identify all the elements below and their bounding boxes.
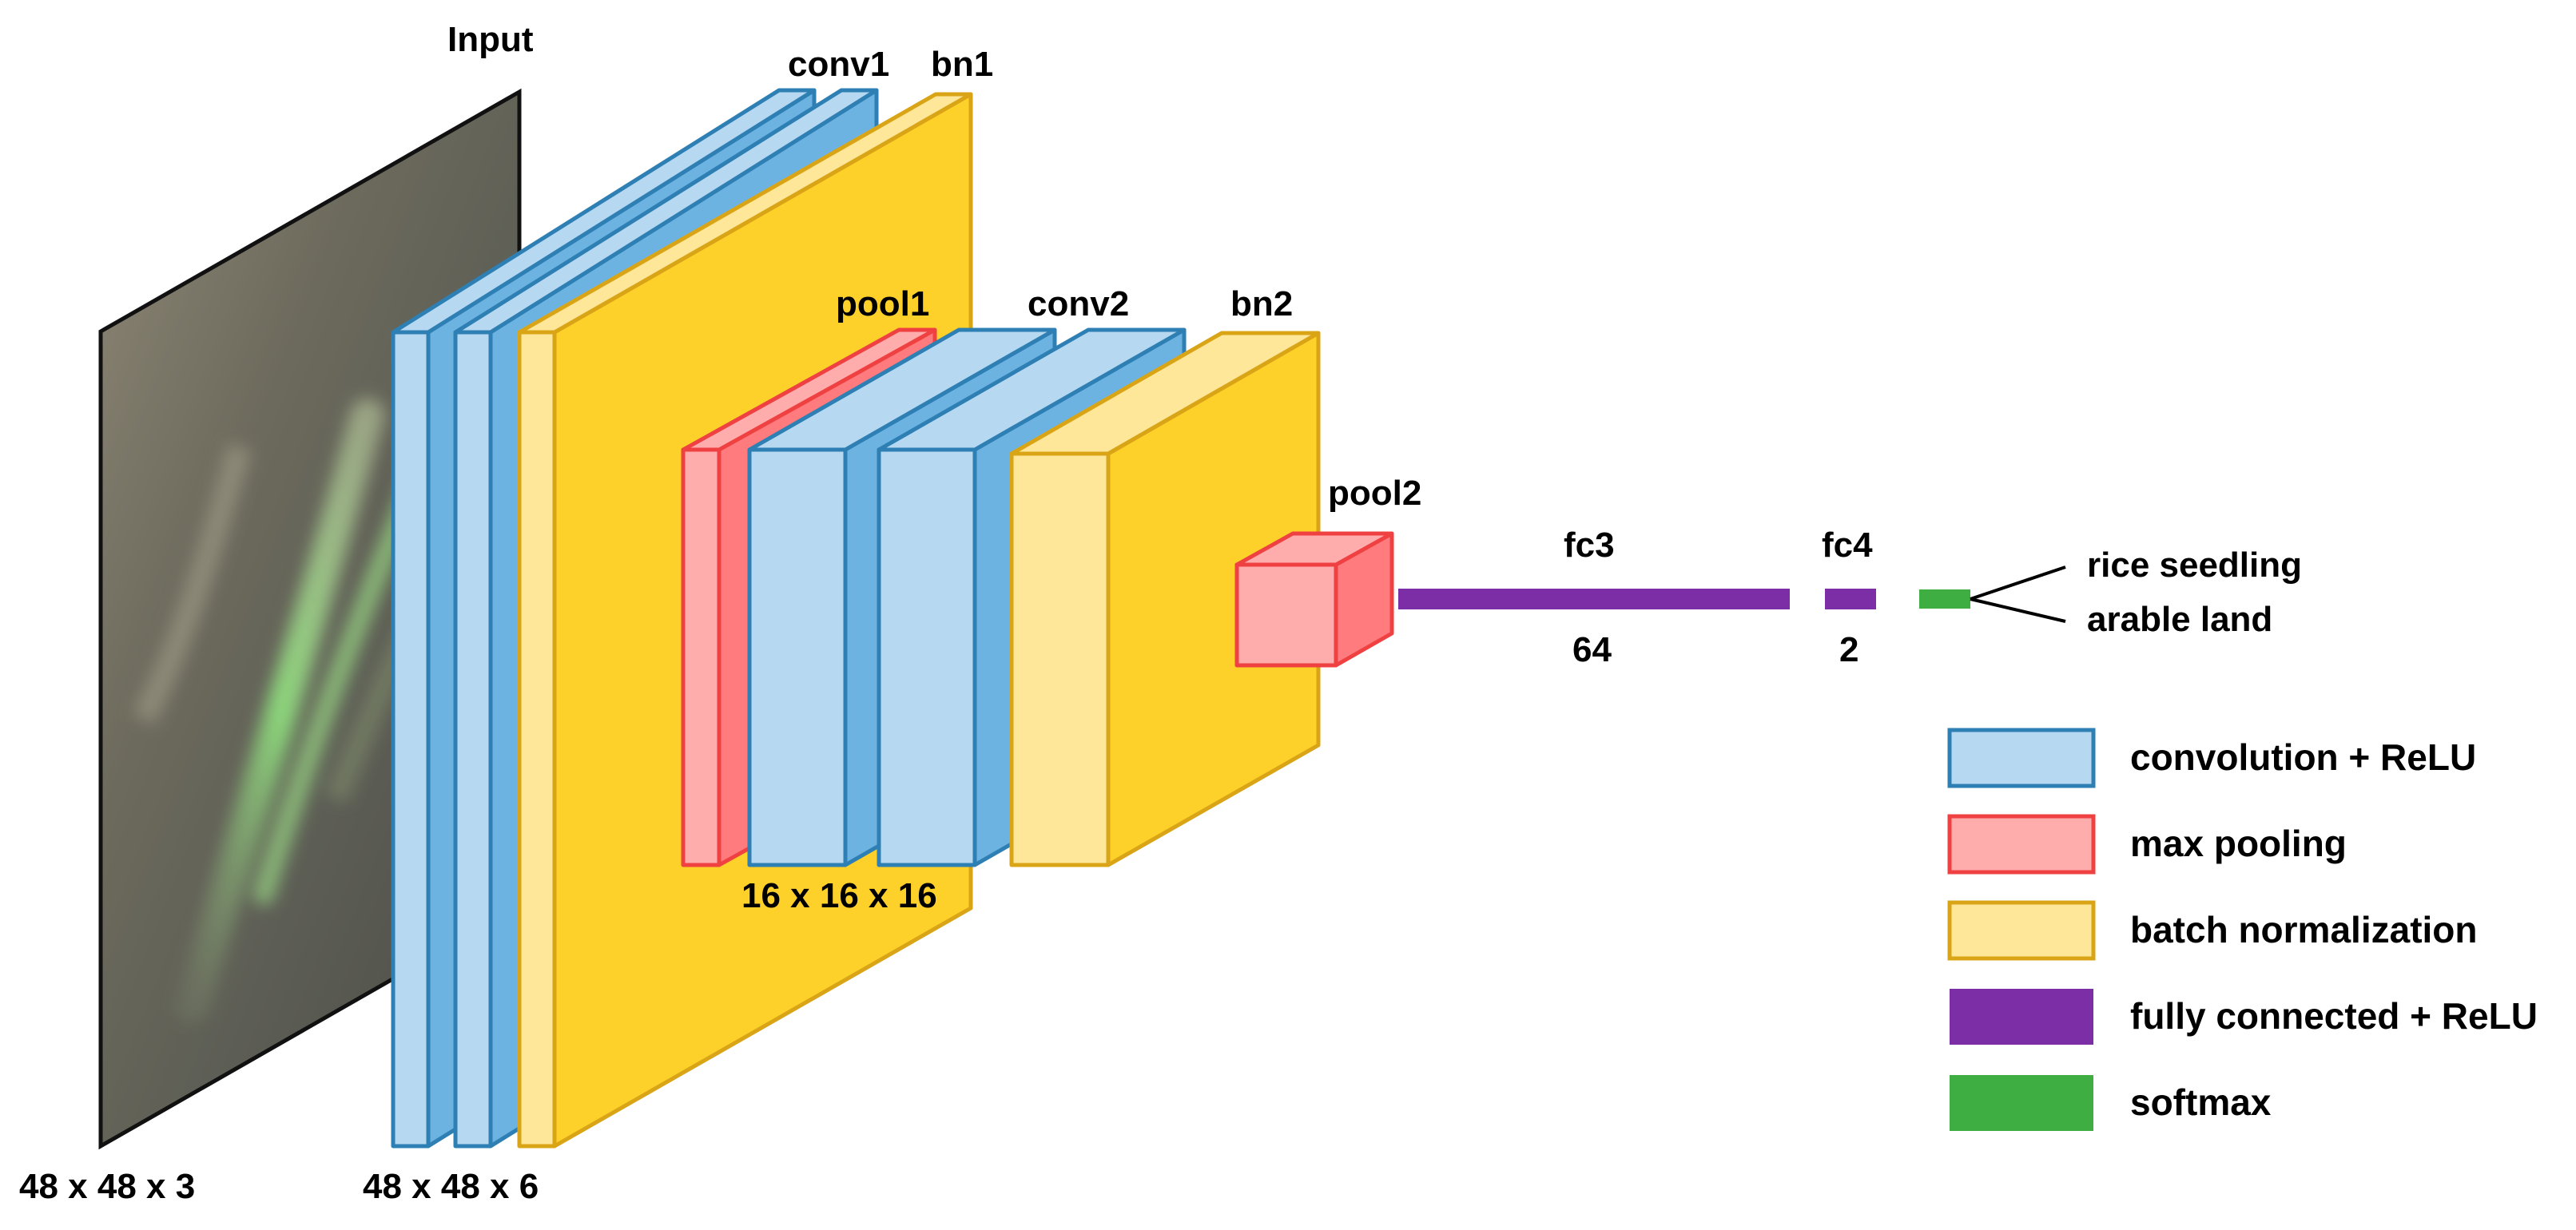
conv2-a-front [747, 447, 848, 867]
label-bn2: bn2 [1230, 284, 1293, 323]
label-conv1: conv1 [788, 45, 889, 84]
label-pool1: pool1 [836, 284, 929, 323]
legend-label-softmax: softmax [2130, 1081, 2272, 1123]
label-input: Input [447, 20, 534, 59]
legend-item-bn: batch normalization [1947, 900, 2477, 961]
legend-label-pool: max pooling [2130, 823, 2347, 864]
legend-swatch-bn [1947, 900, 2096, 961]
conv1-a-front [391, 330, 431, 1149]
legend-item-conv: convolution + ReLU [1947, 728, 2476, 788]
legend-label-bn: batch normalization [2130, 909, 2477, 950]
legend-label-fc: fully connected + ReLU [2130, 995, 2538, 1037]
label-dim-input: 48 x 48 x 3 [19, 1167, 195, 1206]
label-fc4: fc4 [1822, 526, 1873, 565]
label-conv2: conv2 [1028, 284, 1129, 323]
label-fc3-size: 64 [1572, 630, 1612, 669]
legend-item-pool: max pooling [1947, 814, 2347, 875]
label-bn1: bn1 [931, 45, 993, 84]
bn1-front [517, 330, 557, 1149]
output-line-land [1970, 597, 2066, 623]
pool2-front [1234, 562, 1338, 668]
legend-swatch-softmax [1950, 1075, 2093, 1131]
legend: convolution + ReLU max pooling batch nor… [1947, 728, 2538, 1131]
fc3-bar [1398, 589, 1790, 609]
output-label-0: rice seedling [2087, 546, 2302, 585]
label-dim-conv2: 16 x 16 x 16 [741, 876, 937, 915]
output-label-1: arable land [2087, 600, 2272, 639]
output-line-rice [1970, 565, 2066, 601]
label-fc3: fc3 [1564, 526, 1615, 565]
legend-item-fc: fully connected + ReLU [1950, 989, 2538, 1045]
bn2-front [1009, 451, 1111, 867]
label-pool2: pool2 [1328, 474, 1421, 513]
fc4-bar [1825, 589, 1876, 609]
legend-swatch-fc [1950, 989, 2093, 1045]
legend-label-conv: convolution + ReLU [2130, 736, 2476, 778]
label-fc4-size: 2 [1839, 630, 1858, 669]
legend-swatch-conv [1947, 728, 2096, 788]
legend-item-softmax: softmax [1950, 1075, 2272, 1131]
pool1-front [681, 447, 722, 867]
bn2-block [1009, 331, 1321, 867]
conv2-b-front [877, 447, 977, 867]
legend-swatch-pool [1947, 814, 2096, 875]
conv1-b-front [453, 330, 493, 1149]
pool2-block [1234, 531, 1394, 668]
softmax-bar [1919, 589, 1970, 609]
label-dim-conv1: 48 x 48 x 6 [363, 1167, 539, 1206]
